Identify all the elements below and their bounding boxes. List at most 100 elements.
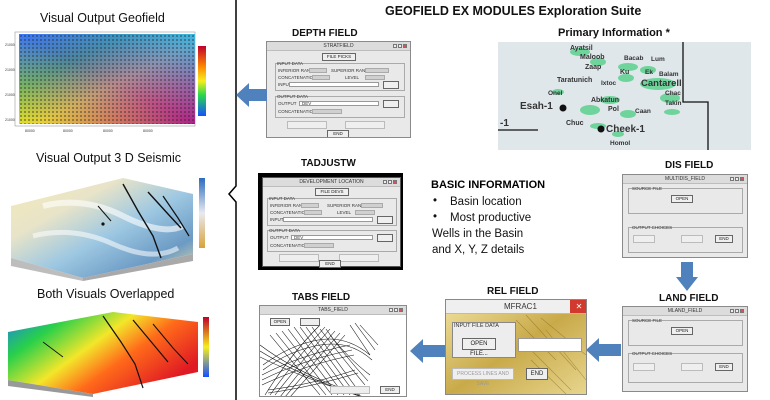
- input-field[interactable]: [283, 217, 373, 222]
- inferior-range-input[interactable]: [309, 68, 327, 73]
- svg-text:80000: 80000: [25, 129, 35, 133]
- svg-text:80000: 80000: [63, 129, 73, 133]
- input-label: INPUT: [270, 217, 284, 222]
- concatenation-input[interactable]: [312, 75, 330, 80]
- map-label-zaap: Zaap: [585, 64, 602, 71]
- choice-button-1[interactable]: [633, 235, 655, 243]
- superior-range-input[interactable]: [361, 203, 383, 208]
- inferior-range-input[interactable]: [301, 203, 319, 208]
- input-field[interactable]: [289, 82, 379, 87]
- end-button[interactable]: END: [327, 130, 349, 137]
- process-button-2[interactable]: [339, 254, 379, 262]
- basic-info-title: BASIC INFORMATION: [431, 179, 546, 191]
- map-label-onel: Onel: [548, 90, 563, 97]
- window-titlebar: MULTIDIS_FIELD: [623, 175, 747, 184]
- superior-range-input[interactable]: [365, 68, 389, 73]
- end-button[interactable]: END: [319, 260, 341, 268]
- end-button[interactable]: END: [380, 386, 400, 394]
- source-file-group: [628, 188, 743, 214]
- process-lines-button[interactable]: PROCESS LINES AND SAVE: [452, 368, 514, 387]
- output-value: DEV: [294, 235, 304, 240]
- file-picks-button[interactable]: FILE PICKS: [322, 53, 356, 61]
- bullet-2: •: [433, 211, 438, 223]
- rel-file-path[interactable]: [518, 338, 582, 352]
- output-concatenation-label: CONCATENATION: [270, 243, 309, 248]
- tabs-process-button[interactable]: [330, 386, 370, 394]
- output-concatenation-input[interactable]: [312, 109, 342, 114]
- svg-text:80000: 80000: [103, 129, 113, 133]
- primary-info-map: Ayatsil Maloob Bacab Lum Zaap Ku Ek Bala…: [498, 42, 751, 150]
- output-field[interactable]: DEV: [291, 235, 373, 240]
- input-file-label: INPUT FILE DATA: [454, 323, 499, 329]
- map-label-minus1: -1: [500, 118, 509, 129]
- file-devs-button[interactable]: FILE DEVS: [315, 188, 349, 196]
- output-data-group: [267, 230, 397, 252]
- tadjustw-inner: DEVELOPMENT LOCATION FILE DEVS INPUT DAT…: [262, 177, 401, 267]
- rel-field-label: REL FIELD: [487, 286, 539, 297]
- end-button[interactable]: END: [715, 363, 733, 371]
- map-label-esah: Esah-1: [520, 101, 553, 112]
- output-browse-button[interactable]: [383, 100, 399, 108]
- superior-range-label: SUPERIOR RANGE: [327, 203, 368, 208]
- concatenation-input[interactable]: [304, 210, 322, 215]
- choice-button-1[interactable]: [633, 363, 655, 371]
- end-button[interactable]: END: [715, 235, 733, 243]
- output-label: OUTPUT: [278, 101, 297, 106]
- overlap-visual: [3, 302, 218, 397]
- rel-window-title: MFRAC1: [504, 302, 537, 311]
- basic-info-productive: Most productive: [450, 212, 532, 224]
- process-button-1[interactable]: [279, 254, 319, 262]
- basic-info-wells: Wells in the Basin: [432, 228, 524, 240]
- input-data-label: INPUT DATA: [277, 61, 304, 66]
- output-browse-button[interactable]: [377, 234, 393, 242]
- map-label-caan: Caan: [635, 108, 651, 115]
- process-button-1[interactable]: [287, 121, 327, 129]
- choice-button-2[interactable]: [681, 235, 703, 243]
- primary-info-label: Primary Information *: [558, 27, 670, 39]
- rel-titlebar: MFRAC1 ✕: [446, 300, 586, 314]
- open-button[interactable]: OPEN: [270, 318, 290, 326]
- visual-geofield-title: Visual Output Geofield: [40, 11, 165, 25]
- window-titlebar: TABS_FIELD: [260, 306, 406, 315]
- level-input[interactable]: [365, 75, 385, 80]
- open-button[interactable]: OPEN: [671, 195, 693, 203]
- visual-overlap-title: Both Visuals Overlapped: [37, 287, 175, 301]
- open-file-button[interactable]: OPEN FILE...: [462, 338, 496, 357]
- column-divider: [228, 0, 237, 400]
- output-label: OUTPUT: [270, 235, 289, 240]
- map-label-chac: Chac: [665, 90, 681, 97]
- concatenation-label: CONCATENATION: [270, 210, 309, 215]
- window-titlebar: DEVELOPMENT LOCATION: [263, 178, 400, 187]
- seismic-visual: [3, 166, 218, 281]
- process-button-2[interactable]: [345, 121, 385, 129]
- choice-button-2[interactable]: [681, 363, 703, 371]
- visual-seismic-title: Visual Output 3 D Seismic: [36, 151, 181, 165]
- end-button[interactable]: END: [526, 368, 548, 380]
- basic-info-xyz: and X, Y, Z details: [432, 244, 525, 256]
- map-label-lum: Lum: [651, 56, 665, 63]
- output-choices-group: [628, 353, 743, 383]
- svg-text:80000: 80000: [143, 129, 153, 133]
- dis-field-window: MULTIDIS_FIELD SOURCE FILE OPEN OUTPUT C…: [622, 174, 748, 258]
- map-label-cantarell: Cantarell: [641, 78, 682, 89]
- source-file-label: SOURCE FILE: [632, 318, 663, 323]
- svg-text:21000: 21000: [5, 43, 15, 47]
- level-label: LEVEL: [345, 75, 360, 80]
- input-browse-button[interactable]: [383, 81, 399, 89]
- close-icon[interactable]: ✕: [570, 300, 586, 313]
- open-button[interactable]: OPEN: [671, 327, 693, 335]
- bullet-1: •: [433, 195, 438, 207]
- dis-field-label: DIS FIELD: [665, 160, 714, 171]
- output-choices-label: OUTPUT CHOICES: [632, 225, 673, 230]
- open-aux-button[interactable]: [300, 318, 320, 326]
- map-label-maloob: Maloob: [580, 54, 605, 61]
- level-input[interactable]: [355, 210, 375, 215]
- svg-text:21000: 21000: [5, 93, 15, 97]
- output-concatenation-input[interactable]: [304, 243, 334, 248]
- land-field-window: MLAND_FIELD SOURCE FILE OPEN OUTPUT CHOI…: [622, 306, 748, 392]
- arrow-dis-to-land: [676, 262, 698, 291]
- output-field[interactable]: DEV: [299, 101, 379, 106]
- tabs-field-window: TABS_FIELD OPEN END: [259, 305, 407, 397]
- input-browse-button[interactable]: [377, 216, 393, 224]
- inferior-range-label: INFERIOR RANGE: [270, 203, 309, 208]
